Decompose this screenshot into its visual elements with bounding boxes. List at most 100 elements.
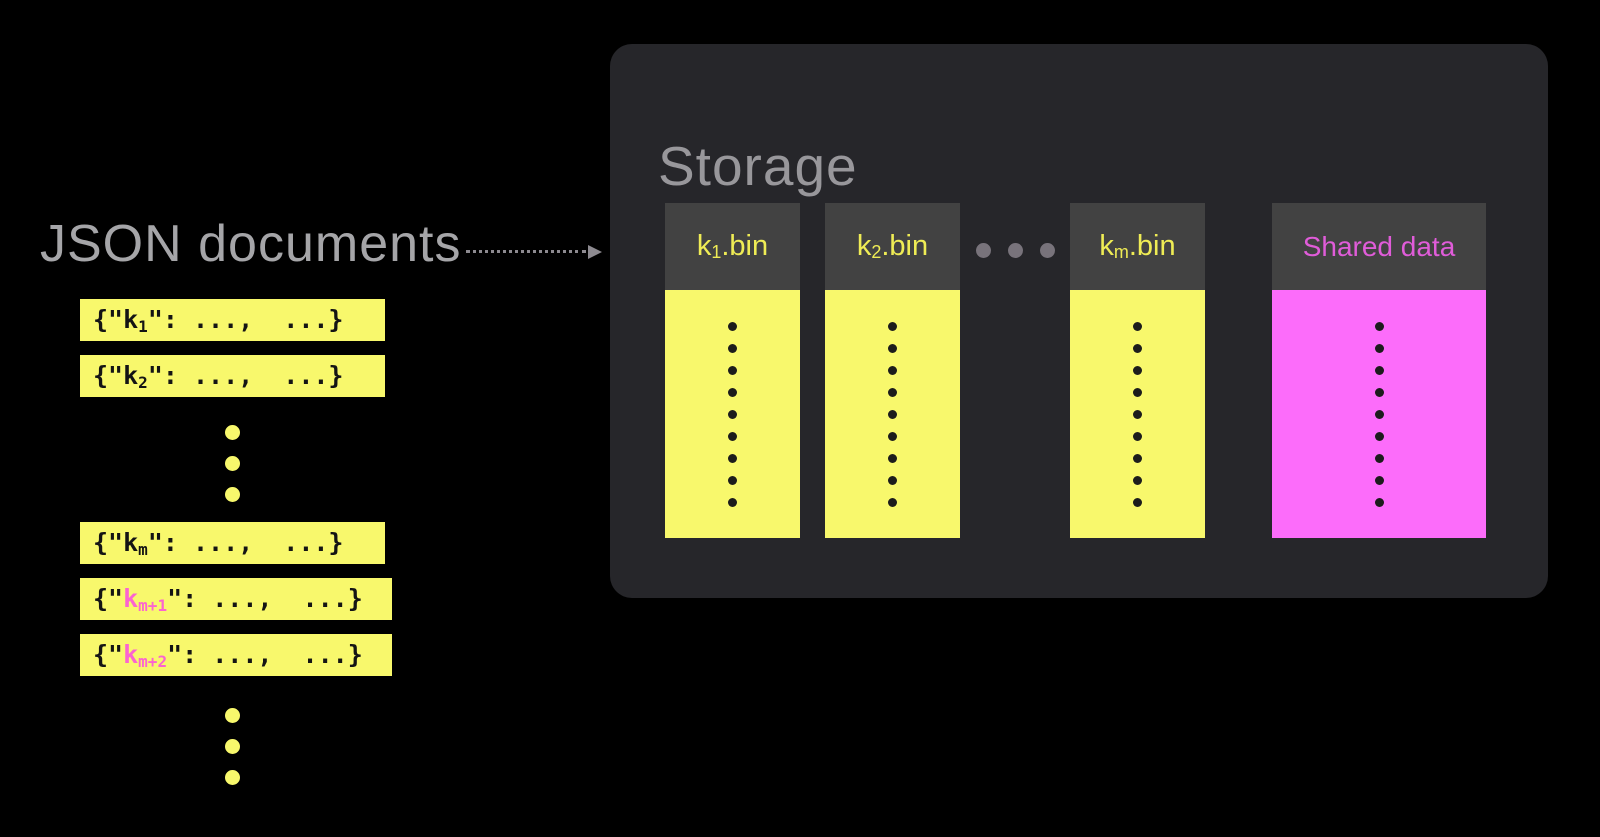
dot [728, 344, 737, 353]
doc-key-subscript: m [138, 540, 148, 559]
doc-key: k [123, 528, 139, 557]
dot [1374, 322, 1384, 331]
doc-key: k [123, 305, 139, 334]
column-header: k1.bin [665, 203, 800, 290]
json-document-row: {"k2": ..., ...} [80, 355, 385, 397]
dot [225, 456, 240, 471]
dot [1374, 498, 1384, 507]
shared-data-label: Shared data [1272, 203, 1486, 290]
dot [888, 322, 897, 331]
dot [1133, 388, 1142, 397]
storage-title: Storage [658, 135, 858, 197]
arrow-line [466, 250, 586, 253]
dot [1374, 432, 1384, 441]
dot [1374, 476, 1384, 485]
dot [888, 366, 897, 375]
json-documents-title: JSON documents [40, 215, 462, 273]
doc-text-prefix: {" [93, 528, 124, 557]
dot [1133, 454, 1142, 463]
doc-key: k [123, 640, 139, 669]
bin-extension: .bin [881, 230, 929, 262]
doc-text-prefix: {" [93, 584, 124, 613]
bin-extension: .bin [1128, 230, 1176, 262]
dot [1133, 366, 1142, 375]
bin-extension: .bin [721, 230, 769, 262]
dot [1039, 243, 1055, 258]
doc-text-suffix: ": ..., ...} [167, 640, 363, 669]
dot [1374, 366, 1384, 375]
json-document-row: {"km": ..., ...} [80, 522, 385, 564]
vertical-ellipsis [80, 411, 385, 508]
dot [1133, 432, 1142, 441]
dot [1374, 388, 1384, 397]
dot [728, 432, 737, 441]
dot [728, 366, 737, 375]
dot [225, 487, 240, 502]
dot [728, 476, 737, 485]
storage-panel: Storage k1.bin k2.bin km.bin Shared data [610, 44, 1548, 598]
dot [728, 388, 737, 397]
dot [888, 432, 897, 441]
dot [975, 243, 991, 258]
doc-text-prefix: {" [93, 305, 124, 334]
dot [225, 425, 240, 440]
dot [1133, 344, 1142, 353]
bin-key-subscript: 1 [711, 242, 722, 262]
column-body [1272, 290, 1486, 538]
dot [1133, 322, 1142, 331]
dot [1133, 476, 1142, 485]
vertical-ellipsis [80, 690, 385, 791]
dot [888, 454, 897, 463]
storage-column-shared: Shared data [1272, 203, 1486, 538]
doc-text-prefix: {" [93, 361, 124, 390]
column-body [1070, 290, 1205, 538]
json-document-row: {"km+2": ..., ...} [80, 634, 392, 676]
storage-column-bin: k2.bin [825, 203, 960, 538]
column-body [665, 290, 800, 538]
storage-column-bin: k1.bin [665, 203, 800, 538]
json-document-row: {"km+1": ..., ...} [80, 578, 392, 620]
dot [1007, 243, 1023, 258]
column-body [825, 290, 960, 538]
dot [1374, 454, 1384, 463]
doc-text-suffix: ": ..., ...} [147, 361, 344, 390]
dot [728, 410, 737, 419]
columns-separator-dots [960, 243, 1070, 258]
dot [225, 739, 240, 754]
column-header: k2.bin [825, 203, 960, 290]
arrow-head-icon [588, 245, 602, 259]
bin-key-subscript: 2 [871, 242, 882, 262]
json-documents-list: {"k1": ..., ...}{"k2": ..., ...}{"km": .… [80, 299, 392, 805]
doc-text-prefix: {" [93, 640, 124, 669]
dot [888, 476, 897, 485]
dot [1374, 344, 1384, 353]
dot [728, 454, 737, 463]
bin-key-subscript: m [1113, 242, 1129, 262]
column-header: km.bin [1070, 203, 1205, 290]
dot [225, 708, 240, 723]
dot [728, 322, 737, 331]
storage-columns: k1.bin k2.bin km.bin Shared data [665, 203, 1486, 538]
dotted-arrow [466, 245, 602, 260]
doc-text-suffix: ": ..., ...} [147, 305, 344, 334]
dot [1133, 410, 1142, 419]
json-document-row: {"k1": ..., ...} [80, 299, 385, 341]
dot [1133, 498, 1142, 507]
doc-key: k [123, 361, 139, 390]
doc-key-subscript: m+2 [138, 652, 168, 671]
dot [1374, 410, 1384, 419]
doc-text-suffix: ": ..., ...} [167, 584, 363, 613]
doc-text-suffix: ": ..., ...} [147, 528, 344, 557]
doc-key-subscript: 2 [138, 373, 148, 392]
bin-key: k [696, 230, 712, 262]
bin-key: k [1099, 230, 1114, 262]
storage-column-bin: km.bin [1070, 203, 1205, 538]
dot [888, 388, 897, 397]
dot [225, 770, 240, 785]
doc-key-subscript: m+1 [138, 596, 168, 615]
bin-key: k [856, 230, 872, 262]
doc-key-subscript: 1 [138, 317, 148, 336]
dot [728, 498, 737, 507]
doc-key: k [123, 584, 139, 613]
